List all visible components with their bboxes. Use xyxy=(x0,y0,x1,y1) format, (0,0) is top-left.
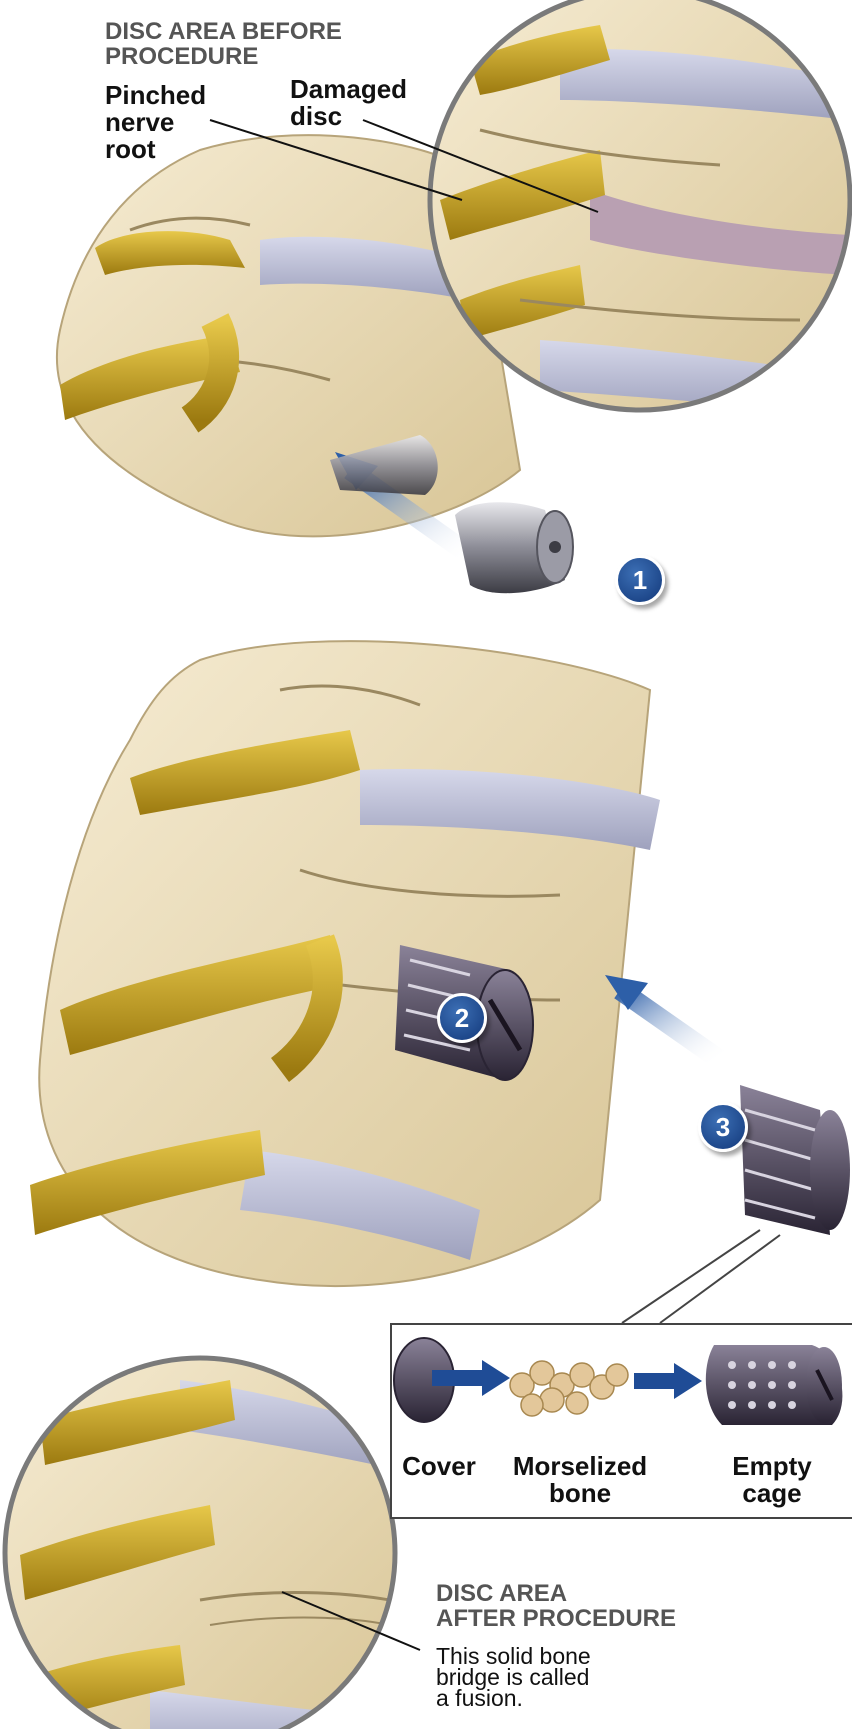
after-title-line2: AFTER PROCEDURE xyxy=(436,1607,676,1632)
before-title-line2: PROCEDURE xyxy=(105,45,342,70)
pinched-line3: root xyxy=(105,136,206,163)
pinched-line2: nerve xyxy=(105,109,206,136)
before-title-line1: DISC AREA BEFORE xyxy=(105,20,342,45)
step-3-badge: 3 xyxy=(698,1102,748,1152)
damaged-line1: Damaged xyxy=(290,76,407,103)
fusion-description: This solid bone bridge is called a fusio… xyxy=(436,1646,591,1709)
before-title: DISC AREA BEFORE PROCEDURE xyxy=(105,20,342,70)
empty-line1: Empty xyxy=(712,1453,832,1480)
desc-line3: a fusion. xyxy=(436,1688,591,1709)
morselized-bone-label: Morselized bone xyxy=(500,1453,660,1507)
after-magnifier xyxy=(0,1350,400,1729)
after-title: DISC AREA AFTER PROCEDURE xyxy=(436,1582,676,1632)
cage-components-inset: Cover Morselized bone Empty cage xyxy=(390,1323,852,1519)
morselized-line2: bone xyxy=(500,1480,660,1507)
morselized-line1: Morselized xyxy=(500,1453,660,1480)
step-1-badge: 1 xyxy=(615,555,665,605)
damaged-disc-label: Damaged disc xyxy=(290,76,407,130)
empty-line2: cage xyxy=(712,1480,832,1507)
cover-label: Cover xyxy=(384,1453,494,1480)
lower-spine xyxy=(30,641,660,1286)
before-magnifier xyxy=(430,0,850,415)
empty-cage-label: Empty cage xyxy=(712,1453,832,1507)
step-2-badge: 2 xyxy=(437,993,487,1043)
pinched-line1: Pinched xyxy=(105,82,206,109)
pinched-nerve-root-label: Pinched nerve root xyxy=(105,82,206,163)
damaged-line2: disc xyxy=(290,103,407,130)
after-title-line1: DISC AREA xyxy=(436,1582,676,1607)
